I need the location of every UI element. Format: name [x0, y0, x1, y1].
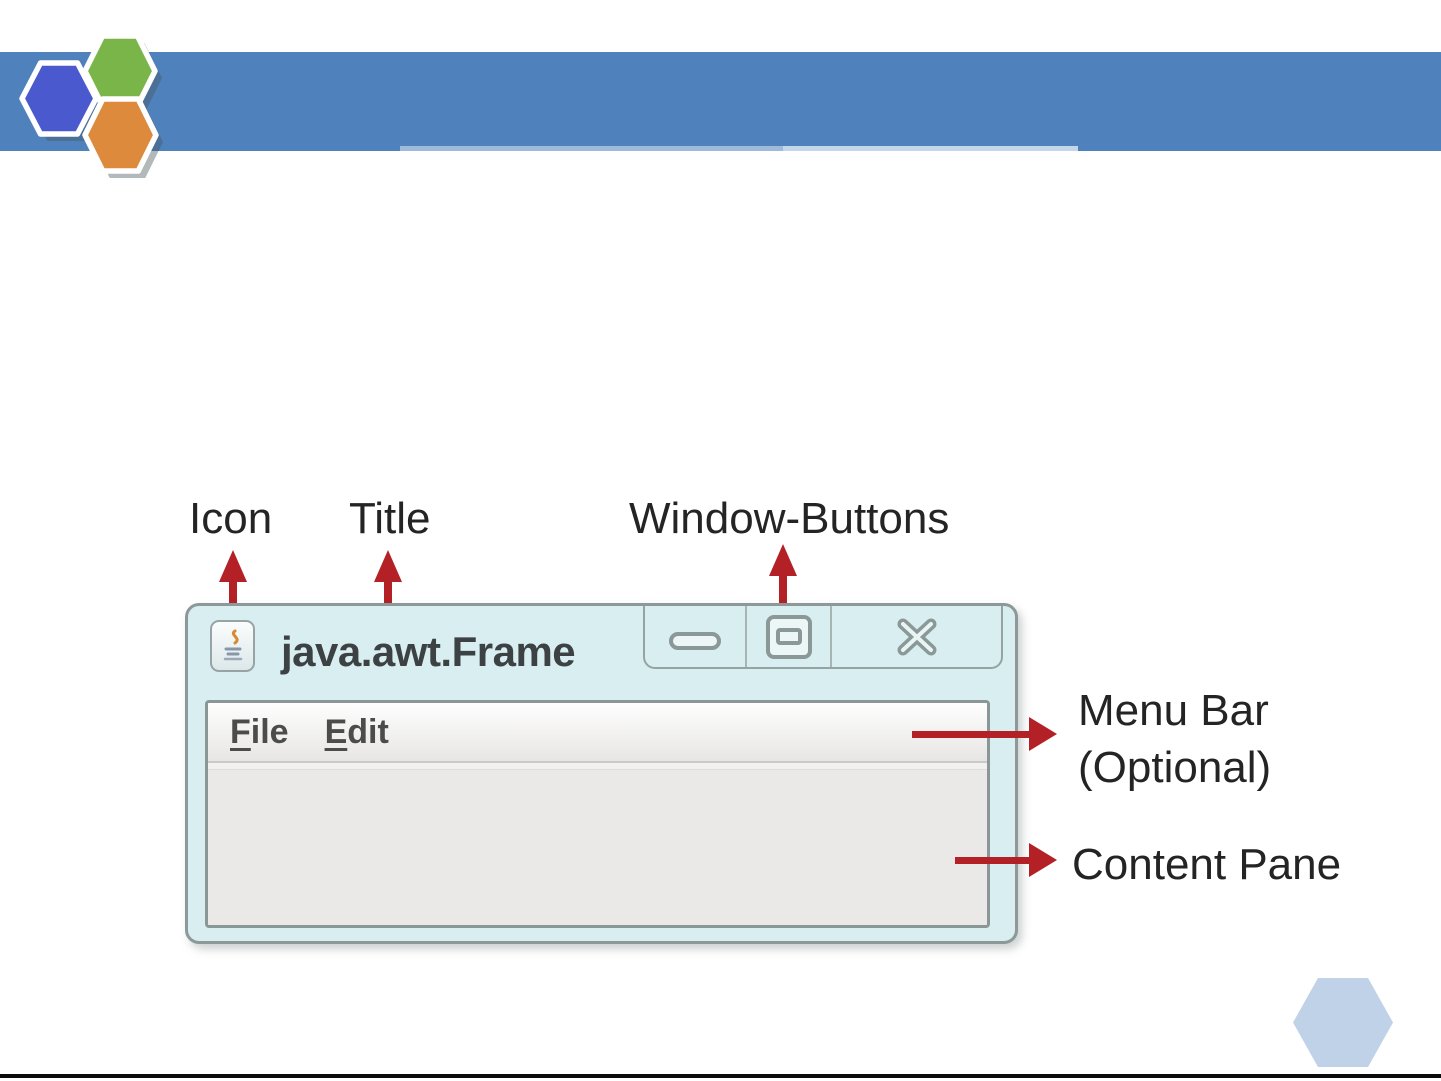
- window-buttons-panel: [643, 606, 1003, 669]
- close-icon: [897, 618, 936, 655]
- content-pane-callout-label: Content Pane: [1072, 840, 1342, 889]
- window-buttons-arrow: [769, 544, 797, 618]
- menu-item-file[interactable]: File: [230, 712, 289, 751]
- window-buttons-callout-label: Window-Buttons: [629, 494, 950, 543]
- maximize-icon: [765, 614, 812, 659]
- minimize-button[interactable]: [645, 606, 747, 667]
- menu-bar-separator: [208, 763, 987, 770]
- content-pane: [208, 770, 987, 925]
- menu-bar: File Edit: [208, 703, 987, 763]
- content-pane-arrow: [955, 843, 1057, 877]
- java-logo-icon[interactable]: [210, 620, 255, 672]
- header-banner: [0, 52, 1441, 151]
- menu-item-edit[interactable]: Edit: [324, 712, 389, 751]
- title-arrow: [374, 550, 402, 624]
- banner-accent-strip: [400, 146, 783, 151]
- banner-accent-strip-light: [783, 146, 1078, 151]
- menu-bar-callout-label: Menu Bar (Optional): [1078, 686, 1272, 792]
- frame-titlebar: java.awt.Frame: [188, 606, 1021, 703]
- close-button[interactable]: [832, 606, 1001, 667]
- slide-bottom-border: [0, 1074, 1441, 1078]
- minimize-icon: [669, 631, 721, 650]
- menu-bar-arrow: [912, 717, 1057, 751]
- maximize-button[interactable]: [747, 606, 832, 667]
- icon-arrow: [219, 550, 247, 624]
- hexagon-logo-icon: [19, 33, 163, 178]
- bottom-right-hexagon-icon: [1293, 978, 1393, 1067]
- frame-inner-panel: File Edit: [205, 700, 990, 928]
- frame-title-text: java.awt.Frame: [281, 628, 576, 675]
- java-frame-window: java.awt.Frame: [185, 603, 1018, 944]
- title-callout-label: Title: [349, 494, 431, 543]
- icon-callout-label: Icon: [189, 494, 273, 543]
